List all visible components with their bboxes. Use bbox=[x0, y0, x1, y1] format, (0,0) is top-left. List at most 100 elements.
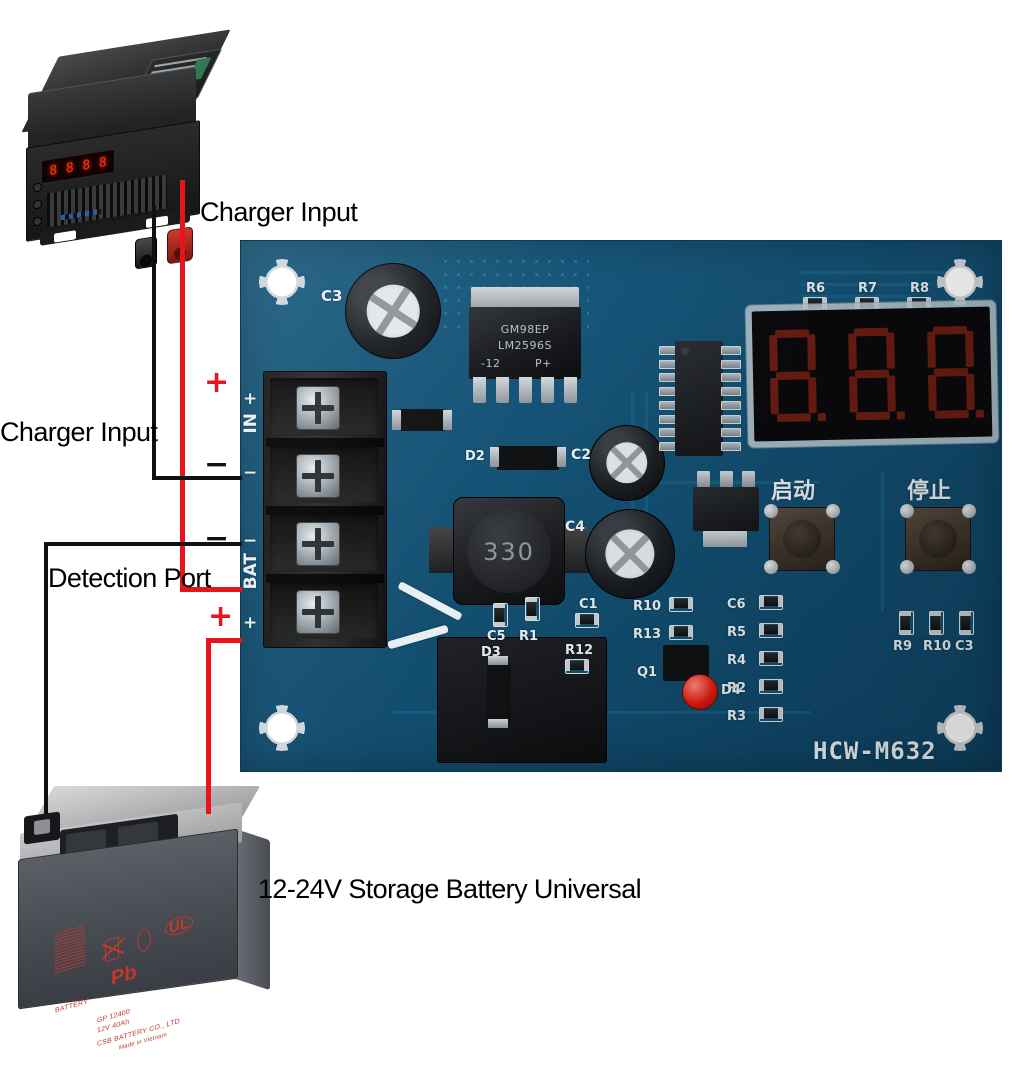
resistor-r10 bbox=[929, 611, 944, 635]
ic-marking-line4: P+ bbox=[535, 357, 552, 370]
silk-label-r12: R12 bbox=[565, 643, 594, 658]
battery-label-line: BATTERY bbox=[55, 998, 89, 1015]
silk-label-c4: C4 bbox=[565, 519, 586, 535]
voltage-regulator-lm2596s: GM98EP LM2596S -12 P+ bbox=[469, 287, 581, 403]
silk-label-c5: C5 bbox=[487, 629, 506, 644]
screw-terminal-block[interactable] bbox=[263, 371, 387, 648]
resistor-r6 bbox=[803, 297, 827, 312]
resistor-r3 bbox=[759, 707, 783, 722]
silk-label-d4: D4 bbox=[721, 683, 741, 698]
display-digit-3 bbox=[924, 325, 985, 419]
resistor-r2 bbox=[759, 679, 783, 694]
relay-module bbox=[437, 637, 607, 763]
capacitor-c4 bbox=[585, 509, 675, 599]
power-inductor: 330 bbox=[453, 497, 565, 605]
silk-label-r6: R6 bbox=[806, 281, 826, 296]
wiring-diagram-canvas: 8 8 8 8 bbox=[0, 0, 1024, 1024]
silk-label-r5: R5 bbox=[727, 625, 747, 640]
charger-knobs bbox=[33, 182, 42, 234]
silk-terminal-bat-minus: − bbox=[243, 531, 258, 551]
silk-label-d2: D2 bbox=[465, 449, 485, 464]
callout-charger-input-top: Charger Input bbox=[200, 197, 358, 227]
capacitor-c1 bbox=[575, 613, 599, 628]
silk-label-c3-small: C3 bbox=[955, 639, 974, 654]
lead-acid-battery: UL Pb BATTERY GP 12400 12V 40Ah CSB BATT… bbox=[8, 782, 278, 1052]
resistor-r12 bbox=[565, 659, 589, 674]
silk-terminal-bat-plus: + bbox=[243, 613, 258, 633]
terminal-screw-bat-negative[interactable] bbox=[296, 522, 340, 566]
ul-mark-icon: UL bbox=[165, 913, 193, 939]
silk-label-r13: R13 bbox=[633, 627, 662, 642]
ic-marking-line2: LM2596S bbox=[497, 339, 553, 352]
silk-label-r3: R3 bbox=[727, 709, 747, 724]
silk-label-r8: R8 bbox=[910, 281, 930, 296]
silk-label-c6: C6 bbox=[727, 597, 746, 612]
silk-label-r2: R2 bbox=[727, 681, 747, 696]
ic-marking-line3: -12 bbox=[481, 357, 501, 370]
wire-charger-negative-vertical bbox=[152, 205, 156, 479]
no-dispose-icon bbox=[101, 933, 125, 965]
battery-warning-icons: UL bbox=[101, 913, 193, 965]
silk-label-r11: R10 bbox=[633, 599, 662, 614]
resistor-r13 bbox=[669, 625, 693, 640]
battery-warning-text-block bbox=[55, 924, 85, 974]
terminal-screw-in-positive[interactable] bbox=[296, 386, 340, 430]
wire-battery-positive-vertical bbox=[206, 638, 211, 814]
wire-battery-positive-horizontal bbox=[206, 638, 242, 643]
bottom-caption: 12-24V Storage Battery Universal bbox=[258, 874, 642, 904]
silk-label-r10: R10 bbox=[923, 639, 952, 654]
charger-digit: 8 bbox=[49, 162, 58, 179]
stop-button[interactable] bbox=[900, 504, 976, 574]
diode-smd bbox=[392, 409, 452, 431]
silk-label-c3: C3 bbox=[321, 287, 343, 305]
ic-marking-line1: GM98EP bbox=[500, 323, 550, 336]
charger-led-display: 8 8 8 8 bbox=[41, 148, 115, 185]
charger-digit: 8 bbox=[82, 157, 91, 174]
polarity-plus-battery: + bbox=[208, 599, 234, 634]
silk-terminal-in-minus: − bbox=[243, 463, 258, 483]
silk-label-r9: R9 bbox=[893, 639, 913, 654]
terminal-screw-bat-positive[interactable] bbox=[296, 590, 340, 634]
polarity-minus-charger: − bbox=[204, 447, 230, 482]
polarity-minus-battery: − bbox=[204, 521, 230, 556]
resistor-r11 bbox=[669, 597, 693, 612]
polarity-plus-charger: + bbox=[204, 365, 230, 400]
battery-front-label: UL Pb BATTERY GP 12400 12V 40Ah CSB BATT… bbox=[18, 828, 238, 1052]
silk-terminal-in-plus: + bbox=[243, 389, 258, 409]
callout-charger-input-left: Charger Input bbox=[0, 417, 158, 447]
silk-label-c2: C2 bbox=[571, 447, 592, 463]
silk-label-r1: R1 bbox=[519, 629, 539, 644]
capacitor-c2 bbox=[589, 425, 665, 501]
diode-d2 bbox=[490, 446, 566, 470]
mounting-hole bbox=[937, 705, 983, 751]
silk-terminal-bat: BAT bbox=[241, 553, 261, 590]
battery-pb-symbol: Pb bbox=[111, 961, 137, 991]
wire-charger-negative-horizontal bbox=[152, 476, 242, 480]
resistor-r5 bbox=[759, 623, 783, 638]
wire-battery-negative-horizontal bbox=[44, 542, 242, 546]
charger-digit: 8 bbox=[65, 159, 74, 176]
capacitor-c3-small bbox=[959, 611, 974, 635]
controller-ic bbox=[659, 341, 741, 456]
mounting-hole bbox=[937, 259, 983, 305]
callout-detection-port: Detection Port bbox=[48, 563, 211, 593]
display-digit-1 bbox=[766, 329, 826, 423]
display-digit-2 bbox=[845, 327, 905, 421]
start-button[interactable] bbox=[764, 504, 840, 574]
charge-control-pcb: C3 GM98EP LM2596S -12 P+ + IN − − bbox=[240, 240, 1002, 772]
resistor-r4 bbox=[759, 651, 783, 666]
silk-label-c1: C1 bbox=[579, 597, 598, 612]
wire-charger-positive-vertical bbox=[180, 180, 185, 592]
mounting-hole bbox=[259, 259, 305, 305]
terminal-screw-in-negative[interactable] bbox=[296, 454, 340, 498]
wire-battery-negative-vertical bbox=[44, 542, 48, 814]
capacitor-c6 bbox=[759, 595, 783, 610]
silk-label-q1: Q1 bbox=[637, 665, 658, 680]
resistor-r9 bbox=[899, 611, 914, 635]
silk-label-start: 启动 bbox=[771, 479, 816, 504]
pcb-model-number: HCW-M632 bbox=[813, 737, 937, 765]
capacitor-c5 bbox=[493, 603, 508, 627]
silk-terminal-in: IN bbox=[241, 413, 261, 434]
silk-label-stop: 停止 bbox=[907, 479, 952, 504]
wire-charger-positive-horizontal bbox=[180, 587, 242, 592]
